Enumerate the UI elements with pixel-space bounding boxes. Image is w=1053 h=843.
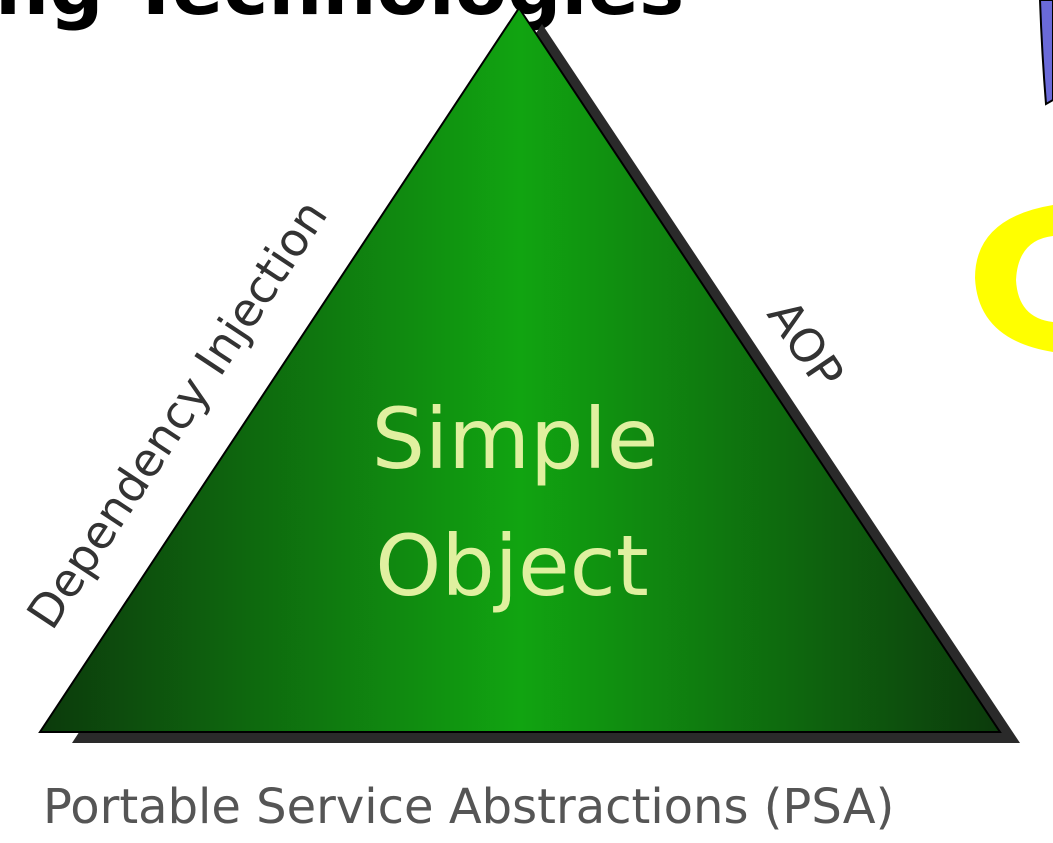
bottom-label: Portable Service Abstractions (PSA): [43, 779, 894, 835]
center-label-line1: Simple: [372, 390, 659, 488]
slide-title: ng Technologies: [0, 0, 684, 32]
decorative-yellow-ring: [975, 205, 1053, 352]
simple-object-triangle: [38, 6, 1002, 733]
decorative-blue-shape: [1038, 0, 1053, 106]
center-label-line2: Object: [375, 517, 649, 615]
